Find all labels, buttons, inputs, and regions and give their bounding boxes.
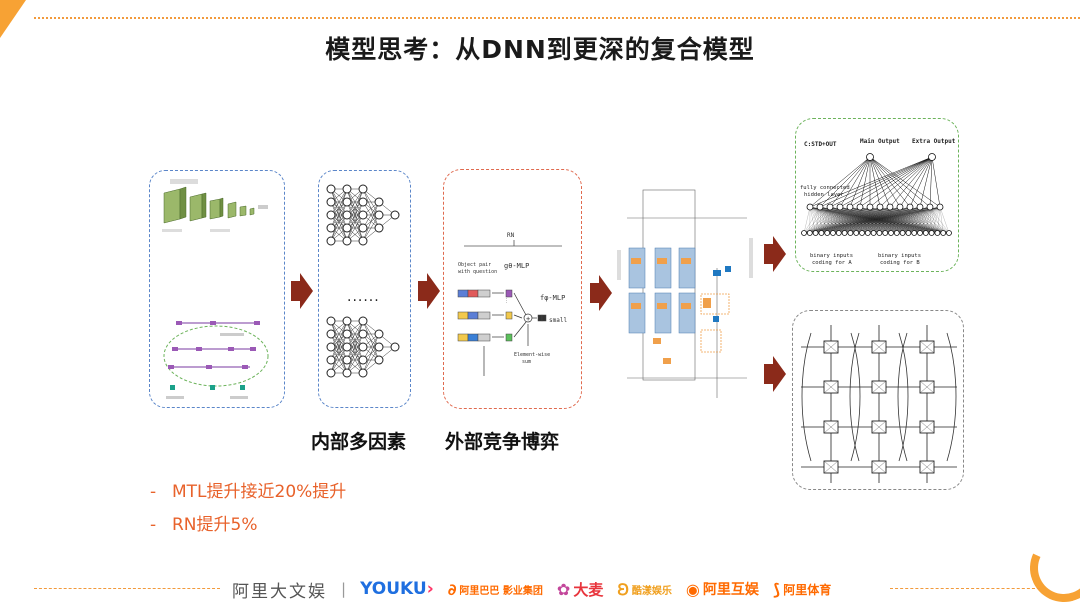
main-output-label: Main Output <box>860 138 900 145</box>
bullet-marker: - <box>150 515 157 535</box>
rn-title: RN <box>507 232 515 239</box>
bullet-item: -RN提升5% <box>150 515 258 535</box>
damai-logo: ✿大麦 <box>556 579 604 599</box>
svg-text:coding for B: coding for B <box>880 260 920 266</box>
extra-output-label: Extra Output <box>912 138 956 145</box>
svg-text:+: + <box>526 315 530 323</box>
arrow-right-icon <box>291 273 313 309</box>
complex-architecture-diagram <box>617 189 753 398</box>
rn-diagram: RN Object pair with question gθ-MLP + fφ… <box>457 232 567 376</box>
caption-external: 外部竞争博弈 <box>445 431 560 453</box>
inputs-a-label: binary inputs <box>810 253 853 259</box>
small-label: small <box>549 317 567 324</box>
page-title: 模型思考：从DNN到更深的复合模型 <box>325 35 755 64</box>
arrow-right-icon <box>764 356 786 392</box>
rn-diagram-panel: RN Object pair with question gθ-MLP + fφ… <box>443 169 582 409</box>
corner-decoration <box>0 0 26 38</box>
mtl-network-panel: C:STD+OUT Main Output Extra Output fully… <box>795 118 959 272</box>
with-question-label: with question <box>458 269 497 275</box>
alibaba-pictures-logo: ∂阿里巴巴 影业集团 <box>447 579 543 599</box>
footer-dashed-line-left <box>34 588 220 589</box>
sports-logo: ⟆阿里体育 <box>772 579 832 599</box>
element-wise-label: Element-wise <box>514 352 550 358</box>
hudong-logo: ◉阿里互娱 <box>685 579 759 599</box>
mtl-network-diagram: C:STD+OUT Main Output Extra Output fully… <box>800 138 956 266</box>
svg-text:coding for A: coding for A <box>812 260 852 266</box>
svg-text:⋮: ⋮ <box>504 298 509 304</box>
youku-logo: YOUKU› <box>360 579 434 599</box>
bullet-marker: - <box>150 482 157 502</box>
arrow-right-icon <box>764 236 786 272</box>
hidden-layer-label: fully connected <box>800 185 850 191</box>
corner-decoration-bottom <box>1020 524 1080 612</box>
caption-internal: 内部多因素 <box>311 431 407 453</box>
mtl-header: C:STD+OUT <box>804 141 837 148</box>
arrow-right-icon <box>418 273 440 309</box>
brand-logo: 阿里大文娱 <box>232 581 327 602</box>
neural-network-diagram <box>326 184 400 378</box>
sum-label: sum <box>522 359 531 365</box>
object-pair-label: Object pair <box>458 262 491 268</box>
rnn-grid-panel <box>792 310 964 490</box>
top-dotted-line <box>34 17 1080 19</box>
inputs-b-label: binary inputs <box>878 253 921 259</box>
cnn-diagram <box>162 179 269 399</box>
rnn-grid-diagram <box>801 325 957 483</box>
g-mlp-label: gθ-MLP <box>504 262 529 270</box>
footer-dashed-line-right <box>890 588 1040 589</box>
footer-separator: | <box>341 580 347 598</box>
f-mlp-label: fφ-MLP <box>540 294 565 302</box>
arrow-right-icon <box>590 275 612 311</box>
bullet-item: -MTL提升接近20%提升 <box>150 482 347 502</box>
neural-network-panel: ...... <box>318 170 411 408</box>
cnn-diagram-panel <box>149 170 285 408</box>
ellipsis-text: ...... <box>347 289 380 305</box>
